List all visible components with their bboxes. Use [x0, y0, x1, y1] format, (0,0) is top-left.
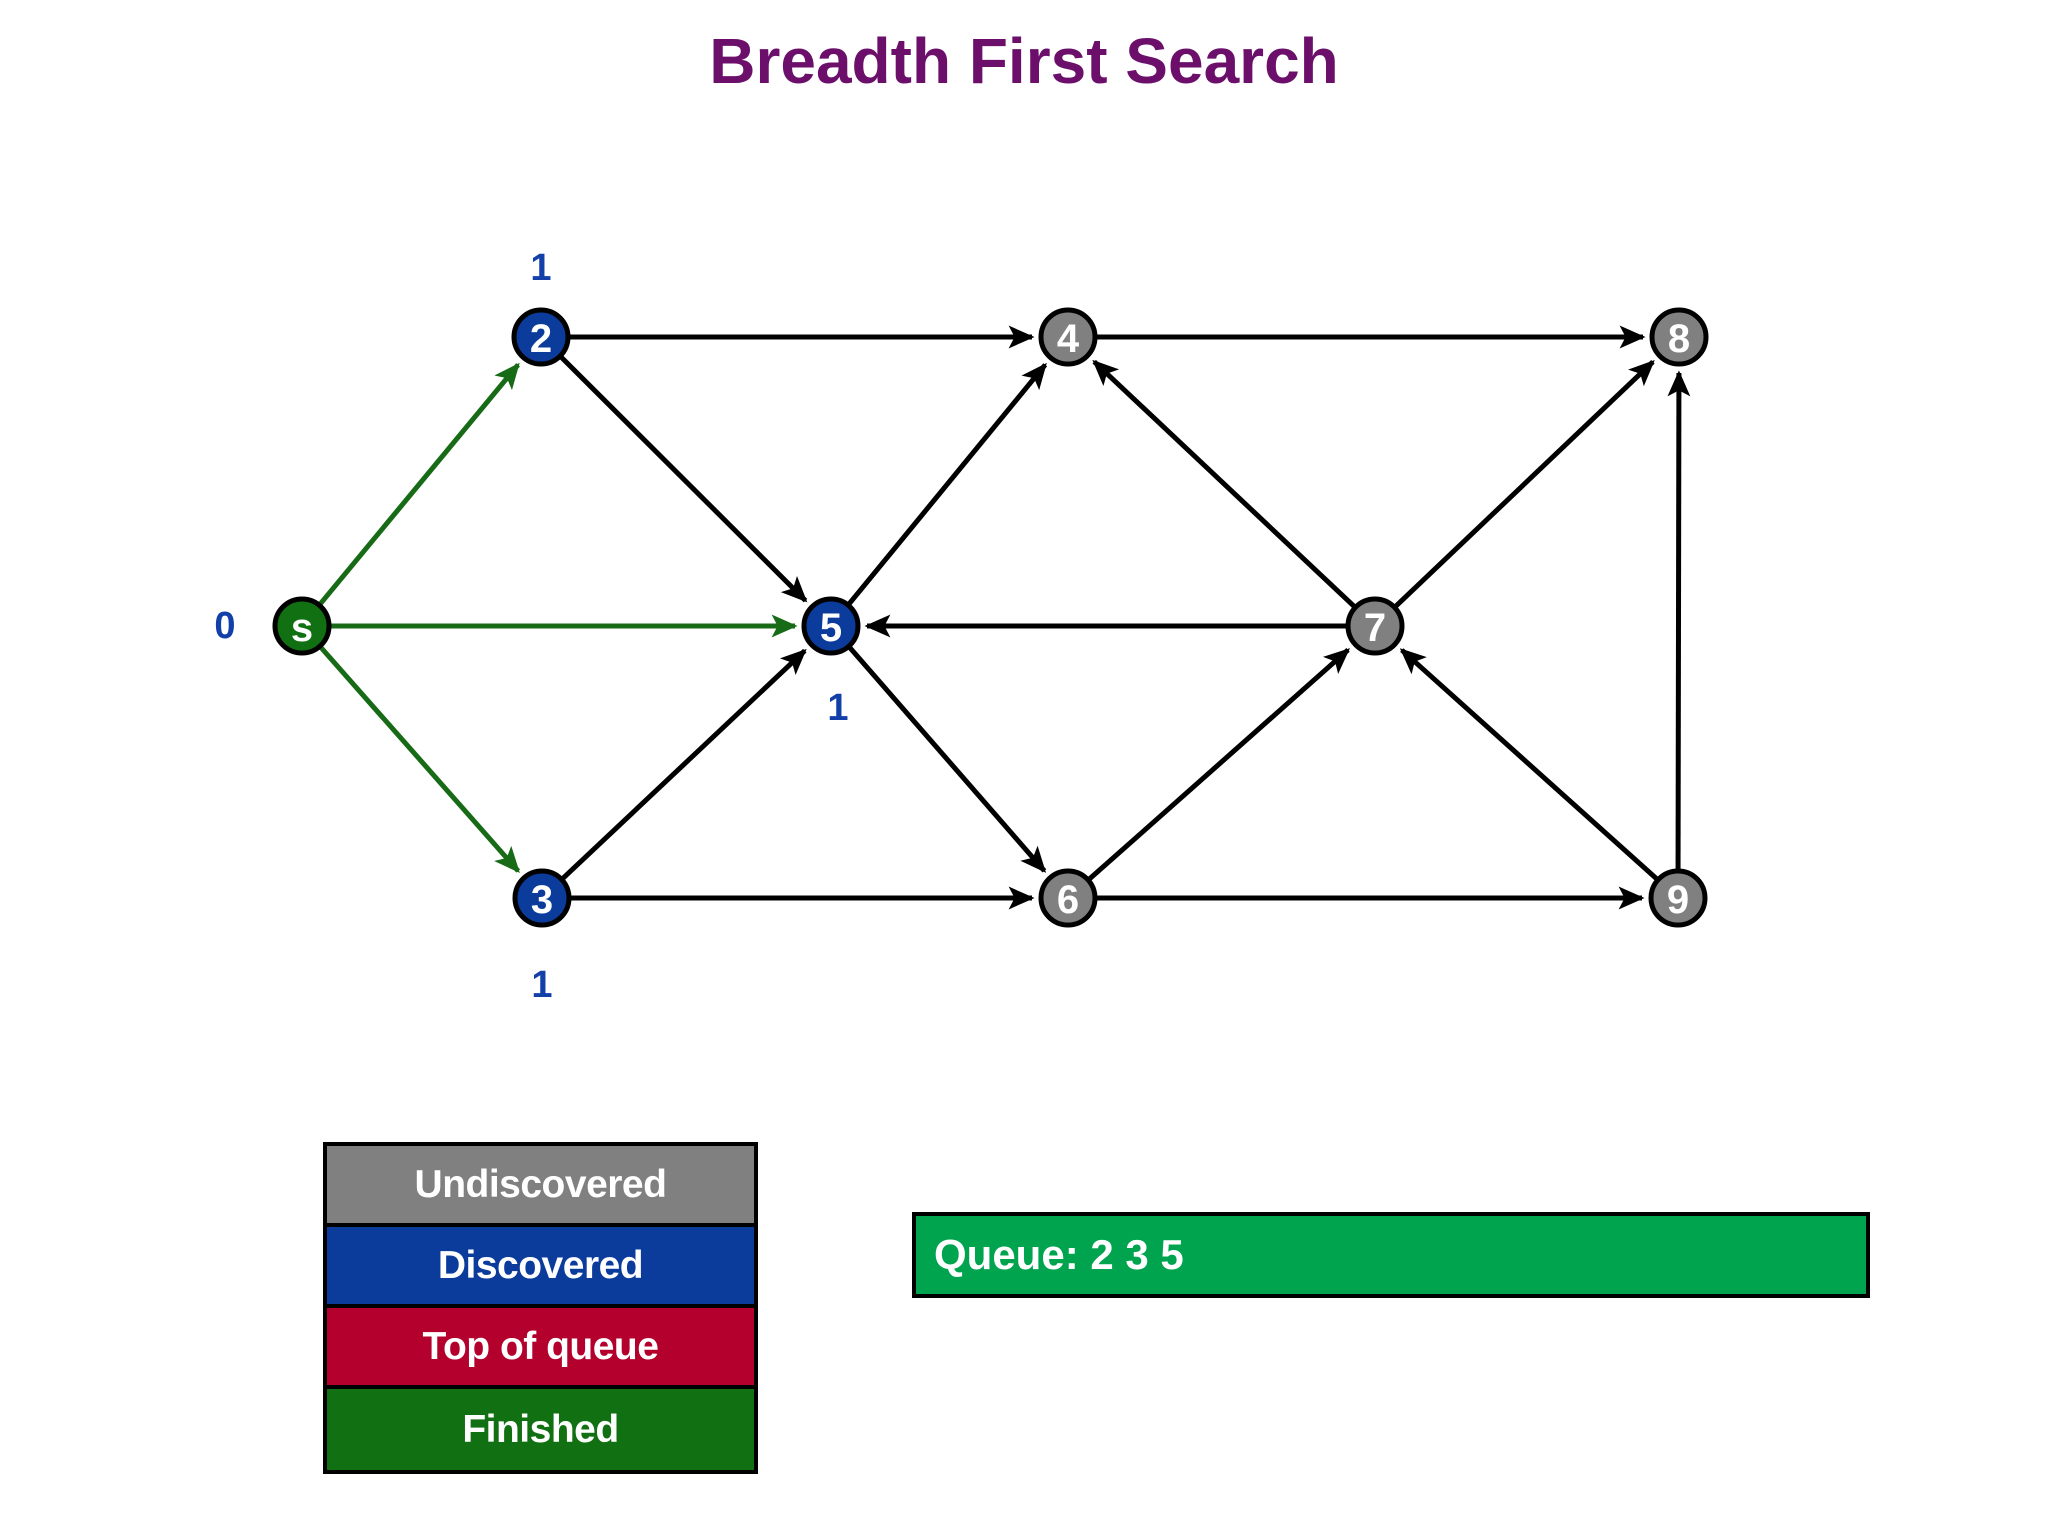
- node-circle-s[interactable]: [272, 596, 332, 656]
- legend-label: Top of queue: [422, 1324, 659, 1368]
- distance-label-5: 1: [827, 687, 848, 729]
- legend-label: Discovered: [437, 1243, 644, 1287]
- node-circle-5[interactable]: [801, 596, 861, 656]
- legend-row-undiscovered: Undiscovered: [327, 1146, 754, 1227]
- graph-node-8[interactable]: 8: [1649, 307, 1709, 367]
- graph-edge-7-8: [1393, 359, 1655, 609]
- node-label-8: 8: [1668, 317, 1690, 361]
- graph-node-s[interactable]: s: [272, 596, 332, 656]
- node-label-6: 6: [1057, 878, 1079, 922]
- node-circle-4[interactable]: [1038, 307, 1098, 367]
- graph-node-9[interactable]: 9: [1648, 868, 1708, 928]
- node-circle-2[interactable]: [511, 307, 571, 367]
- distance-label-2: 1: [530, 247, 551, 289]
- graph-node-3[interactable]: 3: [512, 868, 572, 928]
- graph-node-5[interactable]: 5: [801, 596, 861, 656]
- legend-row-finished: Finished: [327, 1389, 754, 1470]
- graph-node-2[interactable]: 2: [511, 307, 571, 367]
- distance-labels-layer: 0 1 1 1: [214, 247, 848, 1006]
- graph-edge-s-3: [318, 645, 521, 873]
- page-title: Breadth First Search: [709, 25, 1339, 97]
- graph-node-4[interactable]: 4: [1038, 307, 1098, 367]
- edges-layer: [317, 325, 1691, 910]
- graph-edge-5-6: [847, 645, 1047, 873]
- graph-edge-9-8: [1667, 370, 1691, 871]
- queue-status-box: Queue: 2 3 5: [912, 1212, 1870, 1298]
- legend-label: Finished: [462, 1407, 619, 1451]
- nodes-layer: s 2 3 5 4 6 7 8 9: [272, 307, 1709, 928]
- queue-text: Queue: 2 3 5: [934, 1231, 1184, 1278]
- node-circle-3[interactable]: [512, 868, 572, 928]
- distance-label-s: 0: [214, 605, 235, 647]
- node-label-2: 2: [530, 317, 552, 361]
- node-circle-7[interactable]: [1345, 596, 1405, 656]
- node-circle-8[interactable]: [1649, 307, 1709, 367]
- graph-edge-5-4: [846, 362, 1048, 606]
- graph-edge-9-7: [1399, 648, 1659, 882]
- legend-row-top-of-queue: Top of queue: [327, 1308, 754, 1389]
- graph-edge-3-5: [560, 648, 807, 881]
- node-label-s: s: [291, 606, 313, 650]
- graph-node-6[interactable]: 6: [1038, 868, 1098, 928]
- node-circle-9[interactable]: [1648, 868, 1708, 928]
- graph-edge-2-5: [559, 354, 808, 603]
- legend-row-discovered: Discovered: [327, 1227, 754, 1308]
- node-label-7: 7: [1364, 606, 1386, 650]
- graph-node-7[interactable]: 7: [1345, 596, 1405, 656]
- graph-edge-6-7: [1087, 648, 1351, 882]
- distance-label-3: 1: [531, 964, 552, 1006]
- node-label-3: 3: [531, 878, 553, 922]
- node-label-5: 5: [820, 606, 842, 650]
- legend-label: Undiscovered: [414, 1162, 667, 1206]
- node-label-9: 9: [1667, 878, 1689, 922]
- graph-edge-7-4: [1092, 359, 1357, 609]
- graph-edge-s-2: [317, 362, 520, 607]
- node-circle-6[interactable]: [1038, 868, 1098, 928]
- node-label-4: 4: [1057, 317, 1080, 361]
